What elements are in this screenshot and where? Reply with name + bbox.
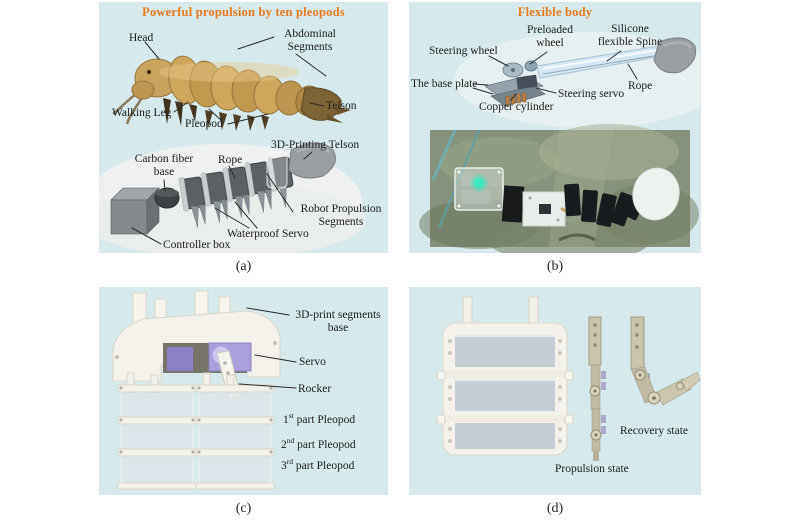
controller-box-shape [110, 187, 160, 235]
label-rocker: Rocker [298, 383, 332, 395]
panel-b-leader-lines [472, 50, 638, 101]
pleopod-side-recovery [630, 316, 701, 406]
label-steering-wheel: Steering wheel [429, 45, 498, 57]
panel-a-title: Powerful propulsion by ten pleopods [142, 5, 345, 19]
panel-d: Recovery state Propulsion state [409, 287, 701, 495]
underwater-photo [419, 124, 699, 253]
label-waterproof-servo: Waterproof Servo [227, 228, 309, 240]
label-rope-b: Rope [628, 80, 653, 92]
label-pleopod-part-1: 1st part Pleopod [283, 411, 356, 426]
label-telson: Telson [326, 100, 357, 112]
label-pleopod-part-3: 3rd part Pleopod [281, 457, 355, 472]
caption-c: (c) [235, 501, 252, 516]
label-base-plate: The base plate [411, 78, 478, 90]
panel-a: Powerful propulsion by ten pleopods Head… [99, 2, 388, 253]
label-servo: Servo [299, 356, 326, 368]
pleopod-front-view [436, 296, 574, 456]
label-head: Head [129, 32, 154, 44]
panel-c-illustration [112, 290, 297, 490]
isopod-photo [112, 55, 351, 131]
label-recovery-state: Recovery state [620, 425, 689, 437]
label-walking-leg: Walking Leg [112, 107, 172, 119]
panel-b-title: Flexible body [517, 5, 593, 19]
label-propulsion-state: Propulsion state [555, 463, 629, 475]
panel-a-illustration [99, 36, 366, 253]
caption-a: (a) [235, 259, 252, 274]
panel-a-leader-lines [131, 36, 327, 245]
caption-d: (d) [546, 501, 564, 516]
label-steering-servo: Steering servo [558, 88, 625, 100]
label-pleopod-part-2: 2nd part Pleopod [281, 436, 356, 451]
panel-b-illustration [419, 32, 701, 253]
panel-d-illustration [436, 296, 701, 461]
label-copper-cylinder: Copper cylinder [479, 101, 554, 113]
segment-render [112, 290, 281, 490]
panel-c-leader-lines [238, 307, 297, 389]
label-pleopod: Pleopod [185, 118, 223, 130]
caption-b: (b) [546, 259, 564, 274]
label-rope-a: Rope [218, 154, 243, 166]
label-3d-printing-telson: 3D-Printing Telson [271, 139, 360, 151]
label-controller-box: Controller box [163, 239, 231, 251]
pleopod-side-propulsion [588, 316, 606, 461]
